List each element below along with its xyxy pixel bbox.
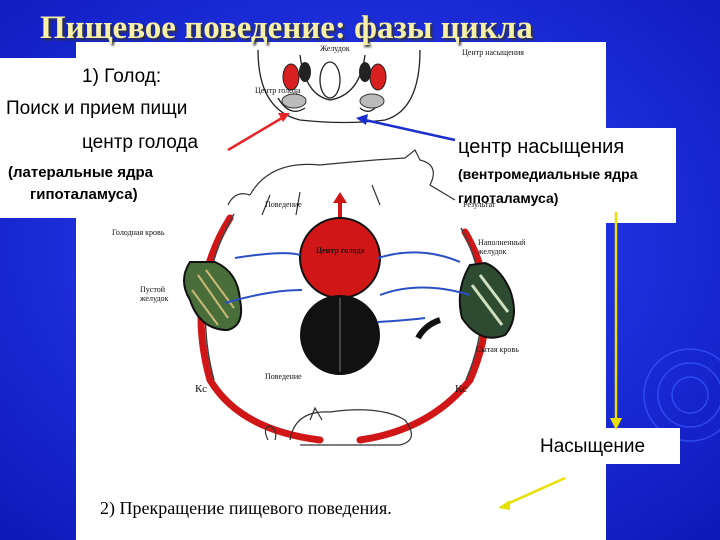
hunger-description: Поиск и прием пищи <box>6 98 188 119</box>
red-arrow-to-hunger-center <box>227 113 290 152</box>
hypothalamus-label-right: гипоталамуса) <box>458 190 559 206</box>
cat-top-drawing <box>227 149 456 216</box>
label-result: Результат <box>463 200 496 209</box>
satiety-panel <box>530 428 680 464</box>
label-stomach-top: Желудок <box>320 44 350 53</box>
hypothalamus-label-left: гипоталамуса) <box>30 186 138 203</box>
label-full-stomach: Наполненный желудок <box>478 238 526 256</box>
label-ks-right: Кс <box>455 383 467 395</box>
empty-stomach-drawing <box>183 261 243 332</box>
slide-title: Пищевое поведение: фазы цикла <box>40 10 533 46</box>
hunger-center-label: центр голода <box>82 132 199 153</box>
stop-feeding-label: 2) Прекращение пищевого поведения. <box>100 498 392 518</box>
label-satiety-center: Центр насыщения <box>462 48 524 57</box>
hunger-center-ball <box>299 217 381 299</box>
label-behavior-top: Поведение <box>265 200 302 209</box>
cat-bottom-drawing <box>264 406 412 446</box>
hypothalamus-nuclei <box>281 62 387 109</box>
label-behavior-bottom: Поведение <box>265 372 302 381</box>
ventromedial-nuclei-label: (вентромедиальные ядра <box>458 166 638 182</box>
lateral-nuclei-label: (латеральные ядра <box>8 164 153 181</box>
blue-arrow-to-satiety-center <box>356 114 456 142</box>
label-hunger-center-top: Центр голода <box>255 86 301 95</box>
label-ks-left: Кс <box>195 383 207 395</box>
full-stomach-drawing <box>415 261 515 340</box>
yellow-arrow-to-bottom <box>504 476 566 507</box>
label-hungry-blood: Голодная кровь <box>112 228 165 237</box>
label-empty-stomach: Пустой желудок <box>140 285 169 303</box>
hunger-phase-label: 1) Голод: <box>82 66 162 87</box>
right-text-panel <box>450 128 676 223</box>
label-fed-blood: Сытая кровь <box>476 345 519 354</box>
blue-signal-arrows <box>224 251 471 323</box>
label-hunger-center-ball: Центр голода <box>316 246 365 255</box>
satiety-label: Насыщение <box>540 436 646 457</box>
satiety-center-label: центр насыщения <box>458 136 625 158</box>
